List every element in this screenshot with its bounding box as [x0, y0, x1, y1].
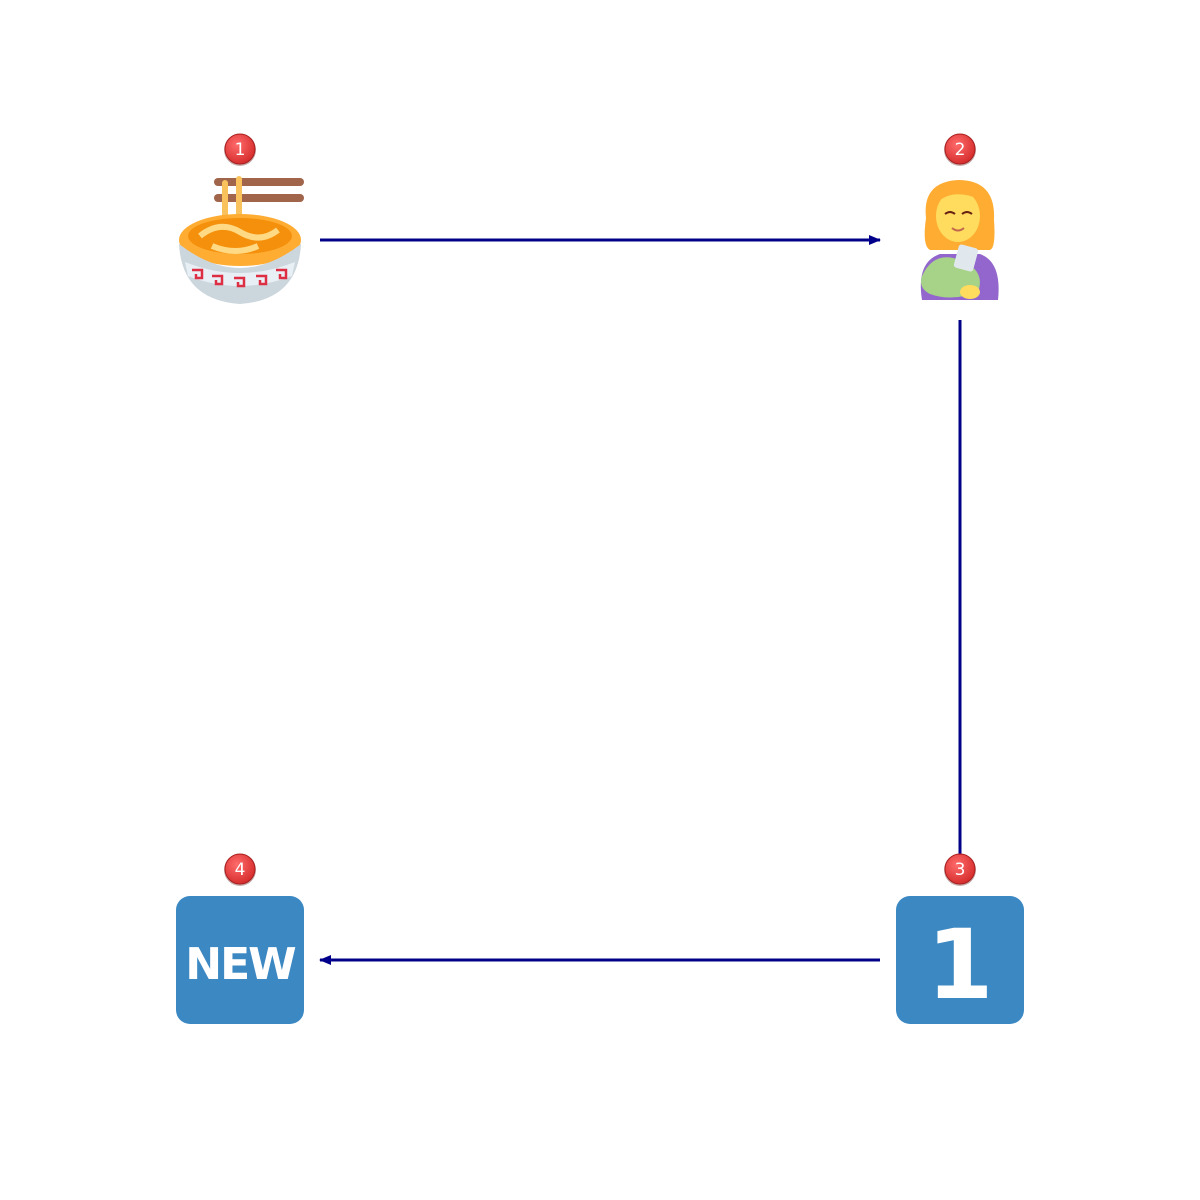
steaming-bowl-icon [179, 176, 304, 304]
step-badge: 4 [224, 853, 256, 886]
woman-feeding-baby-icon [920, 180, 999, 300]
keycap-label: 1 [927, 909, 994, 1021]
step-badge: 2 [944, 133, 976, 166]
step-badge-label: 2 [955, 140, 966, 160]
step-badge-label: 1 [235, 140, 246, 160]
keycap-digit-one-icon: 1 [896, 896, 1024, 1024]
new-label: NEW [185, 939, 296, 990]
node-4: NEW 4 [176, 853, 304, 1024]
node-2: 2 [920, 133, 999, 300]
step-badge: 1 [224, 133, 256, 166]
new-button-icon: NEW [176, 896, 304, 1024]
step-badge-label: 3 [955, 860, 966, 880]
edges [319, 235, 962, 965]
node-3: 1 3 [896, 853, 1024, 1024]
step-badge-label: 4 [235, 860, 246, 880]
step-badge: 3 [944, 853, 976, 886]
node-1: 1 [179, 133, 304, 304]
